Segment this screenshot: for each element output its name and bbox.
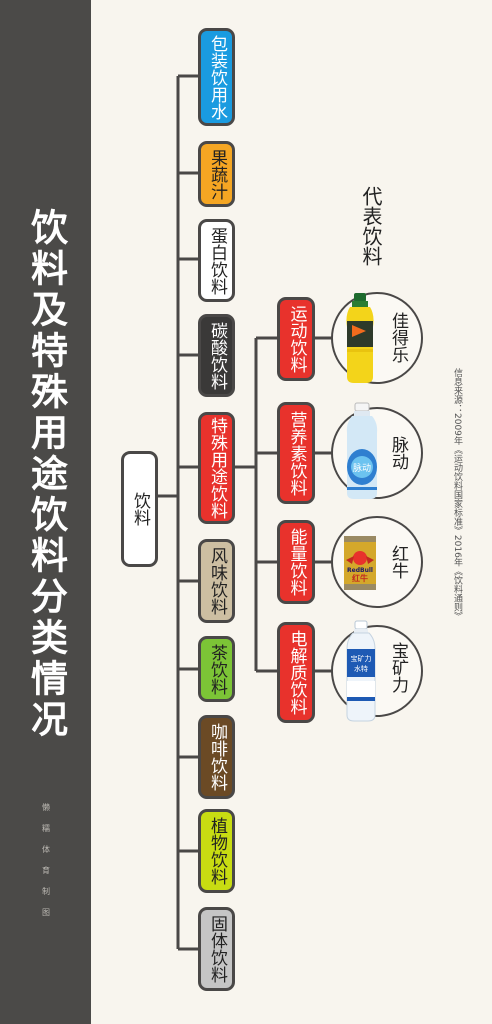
credit: 懒 糯 体 育 制 图 bbox=[0, 803, 91, 918]
redbull-cn-label: 红牛 bbox=[352, 573, 368, 583]
special-type-label: 营养素饮料 bbox=[286, 410, 307, 496]
redbull-brand-label: RedBull bbox=[347, 567, 373, 574]
category-node: 咖啡饮料 bbox=[198, 715, 235, 799]
main-title-text: 饮料及特殊用途饮料分类情况 bbox=[24, 208, 68, 741]
category-label: 果蔬汁 bbox=[207, 148, 227, 200]
category-label: 蛋白饮料 bbox=[207, 226, 227, 295]
category-label: 咖啡饮料 bbox=[207, 723, 227, 791]
special-type-label: 能量饮料 bbox=[286, 528, 307, 596]
category-node: 特殊用途饮料 bbox=[198, 412, 235, 524]
category-node: 包装饮用水 bbox=[198, 28, 235, 126]
gatorade-bottle-icon bbox=[346, 293, 374, 383]
category-node: 茶饮料 bbox=[198, 636, 235, 702]
pocari-bottle-icon: 宝矿力 水特 bbox=[346, 620, 376, 722]
representative-title: 代表饮料 bbox=[359, 186, 383, 266]
special-type-node: 营养素饮料 bbox=[277, 402, 315, 504]
brand-circle bbox=[331, 625, 423, 717]
category-node: 植物饮料 bbox=[198, 809, 235, 893]
pocari-sub-label: 水特 bbox=[354, 664, 368, 673]
special-type-label: 运动饮料 bbox=[286, 305, 307, 373]
root-node: 饮料 bbox=[121, 451, 158, 567]
category-node: 固体饮料 bbox=[198, 907, 235, 991]
category-label: 特殊用途饮料 bbox=[207, 417, 227, 519]
brand-circle bbox=[331, 292, 423, 384]
red-bull-can-icon: RedBull 红牛 bbox=[344, 536, 376, 590]
category-label: 包装饮用水 bbox=[207, 34, 227, 120]
category-label: 固体饮料 bbox=[207, 915, 227, 983]
root-label: 饮料 bbox=[130, 492, 150, 526]
category-label: 植物饮料 bbox=[207, 817, 227, 885]
credit-text: 懒 糯 体 育 制 图 bbox=[41, 803, 51, 918]
category-node: 果蔬汁 bbox=[198, 141, 235, 207]
special-type-label: 电解质饮料 bbox=[286, 630, 307, 715]
brand-label: 脉动 bbox=[388, 436, 408, 470]
main-title: 饮料及特殊用途饮料分类情况 bbox=[0, 208, 91, 741]
mizone-bottle-icon: 脉动 bbox=[346, 402, 378, 499]
brand-label: 宝矿力 bbox=[388, 642, 408, 693]
special-type-node: 能量饮料 bbox=[277, 520, 315, 604]
special-type-node: 电解质饮料 bbox=[277, 622, 315, 723]
sidebar bbox=[0, 0, 91, 1024]
special-type-node: 运动饮料 bbox=[277, 297, 315, 381]
pocari-cn-label: 宝矿力 bbox=[351, 654, 372, 663]
brand-label: 红牛 bbox=[388, 545, 408, 579]
category-label: 碳酸饮料 bbox=[207, 321, 227, 390]
brand-label: 佳得乐 bbox=[388, 312, 408, 363]
mizone-label: 脉动 bbox=[353, 462, 371, 474]
source-note: 信息来源：2009年《运动饮料国家标准》2016年《饮料通则》 bbox=[452, 368, 462, 621]
category-node: 碳酸饮料 bbox=[198, 314, 235, 397]
category-label: 风味饮料 bbox=[207, 547, 227, 615]
category-node: 风味饮料 bbox=[198, 539, 235, 623]
category-node: 蛋白饮料 bbox=[198, 219, 235, 302]
category-label: 茶饮料 bbox=[207, 643, 227, 695]
